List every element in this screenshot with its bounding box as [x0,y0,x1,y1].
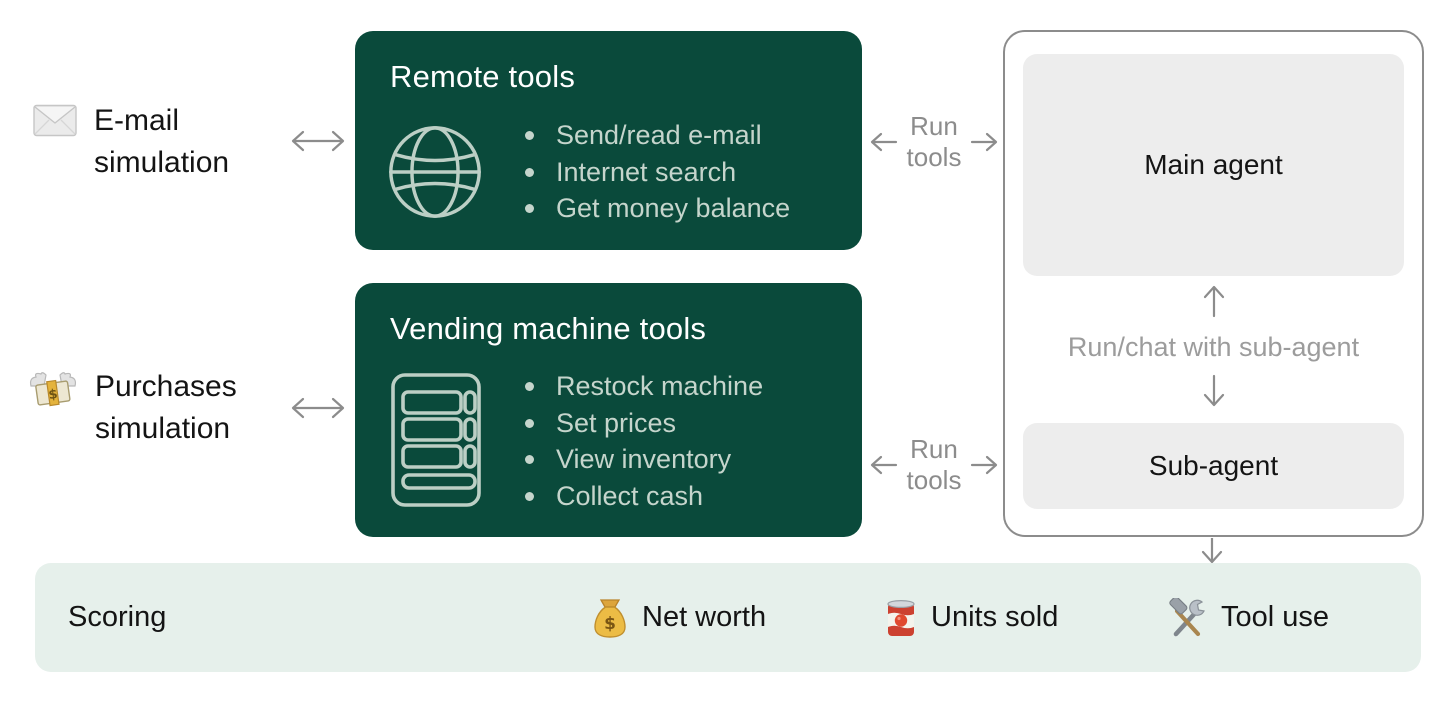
run-tools-label: Run tools [906,434,962,495]
right-arrow-icon [970,454,1002,476]
scoring-title: Scoring [68,601,167,633]
run-chat-sub-agent-label: Run/chat with sub-agent [1067,332,1360,362]
up-arrow-icon [1201,282,1227,320]
remote-tools-box: Remote tools Send/read e-mail Internet s… [355,31,862,250]
envelope-icon [33,104,77,137]
tool-use-label: Tool use [1221,601,1330,633]
list-item: View inventory [523,441,763,478]
net-worth-metric: $ Net worth [593,563,766,672]
remote-tools-list: Send/read e-mail Internet search Get mon… [523,117,790,227]
vending-tools-box: Vending machine tools Restock machine Se… [355,283,862,537]
list-item: Set prices [523,405,763,442]
email-bidirectional-arrow-icon [286,128,350,154]
tool-use-metric: Tool use [1168,563,1329,672]
vending-tools-list: Restock machine Set prices View inventor… [523,368,763,514]
purchases-simulation-group: $ Purchases simulation [28,366,237,450]
email-simulation-group: E-mail simulation [33,100,229,184]
sub-agent-label: Sub-agent [1148,450,1279,481]
vending-tools-title: Vending machine tools [390,311,707,346]
globe-icon [387,124,483,220]
agent-container: Main agent Run/chat with sub-agent Sub-a… [1003,30,1424,537]
run-tools-top-group: Run tools [860,106,1008,178]
email-simulation-label: E-mail simulation [94,104,230,179]
scoring-bar: Scoring $ Net worth [35,563,1421,672]
purchases-simulation-label: Purchases simulation [95,370,237,445]
main-agent-label: Main agent [1144,149,1283,180]
left-arrow-icon [866,454,898,476]
svg-text:$: $ [48,387,59,403]
svg-text:$: $ [604,614,616,634]
down-arrow-icon [1201,372,1227,410]
list-item: Collect cash [523,478,763,515]
units-sold-label: Units sold [931,601,1059,633]
money-with-wings-icon: $ [28,370,78,412]
main-agent-box: Main agent [1023,54,1404,276]
canned-food-icon [886,599,916,637]
right-arrow-icon [970,131,1002,153]
list-item: Send/read e-mail [523,117,790,154]
left-arrow-icon [866,131,898,153]
container-to-scoring-arrow-icon [1199,538,1225,566]
remote-tools-title: Remote tools [390,59,576,94]
net-worth-label: Net worth [642,601,767,633]
purchases-bidirectional-arrow-icon [286,395,350,421]
run-tools-label: Run tools [906,111,962,172]
list-item: Get money balance [523,190,790,227]
sub-agent-box: Sub-agent [1023,423,1404,509]
money-bag-icon: $ [593,598,627,638]
units-sold-metric: Units sold [886,563,1058,672]
run-tools-bottom-group: Run tools [860,429,1008,501]
list-item: Internet search [523,154,790,191]
hammer-wrench-icon [1168,597,1206,638]
vending-machine-icon [389,371,483,509]
list-item: Restock machine [523,368,763,405]
